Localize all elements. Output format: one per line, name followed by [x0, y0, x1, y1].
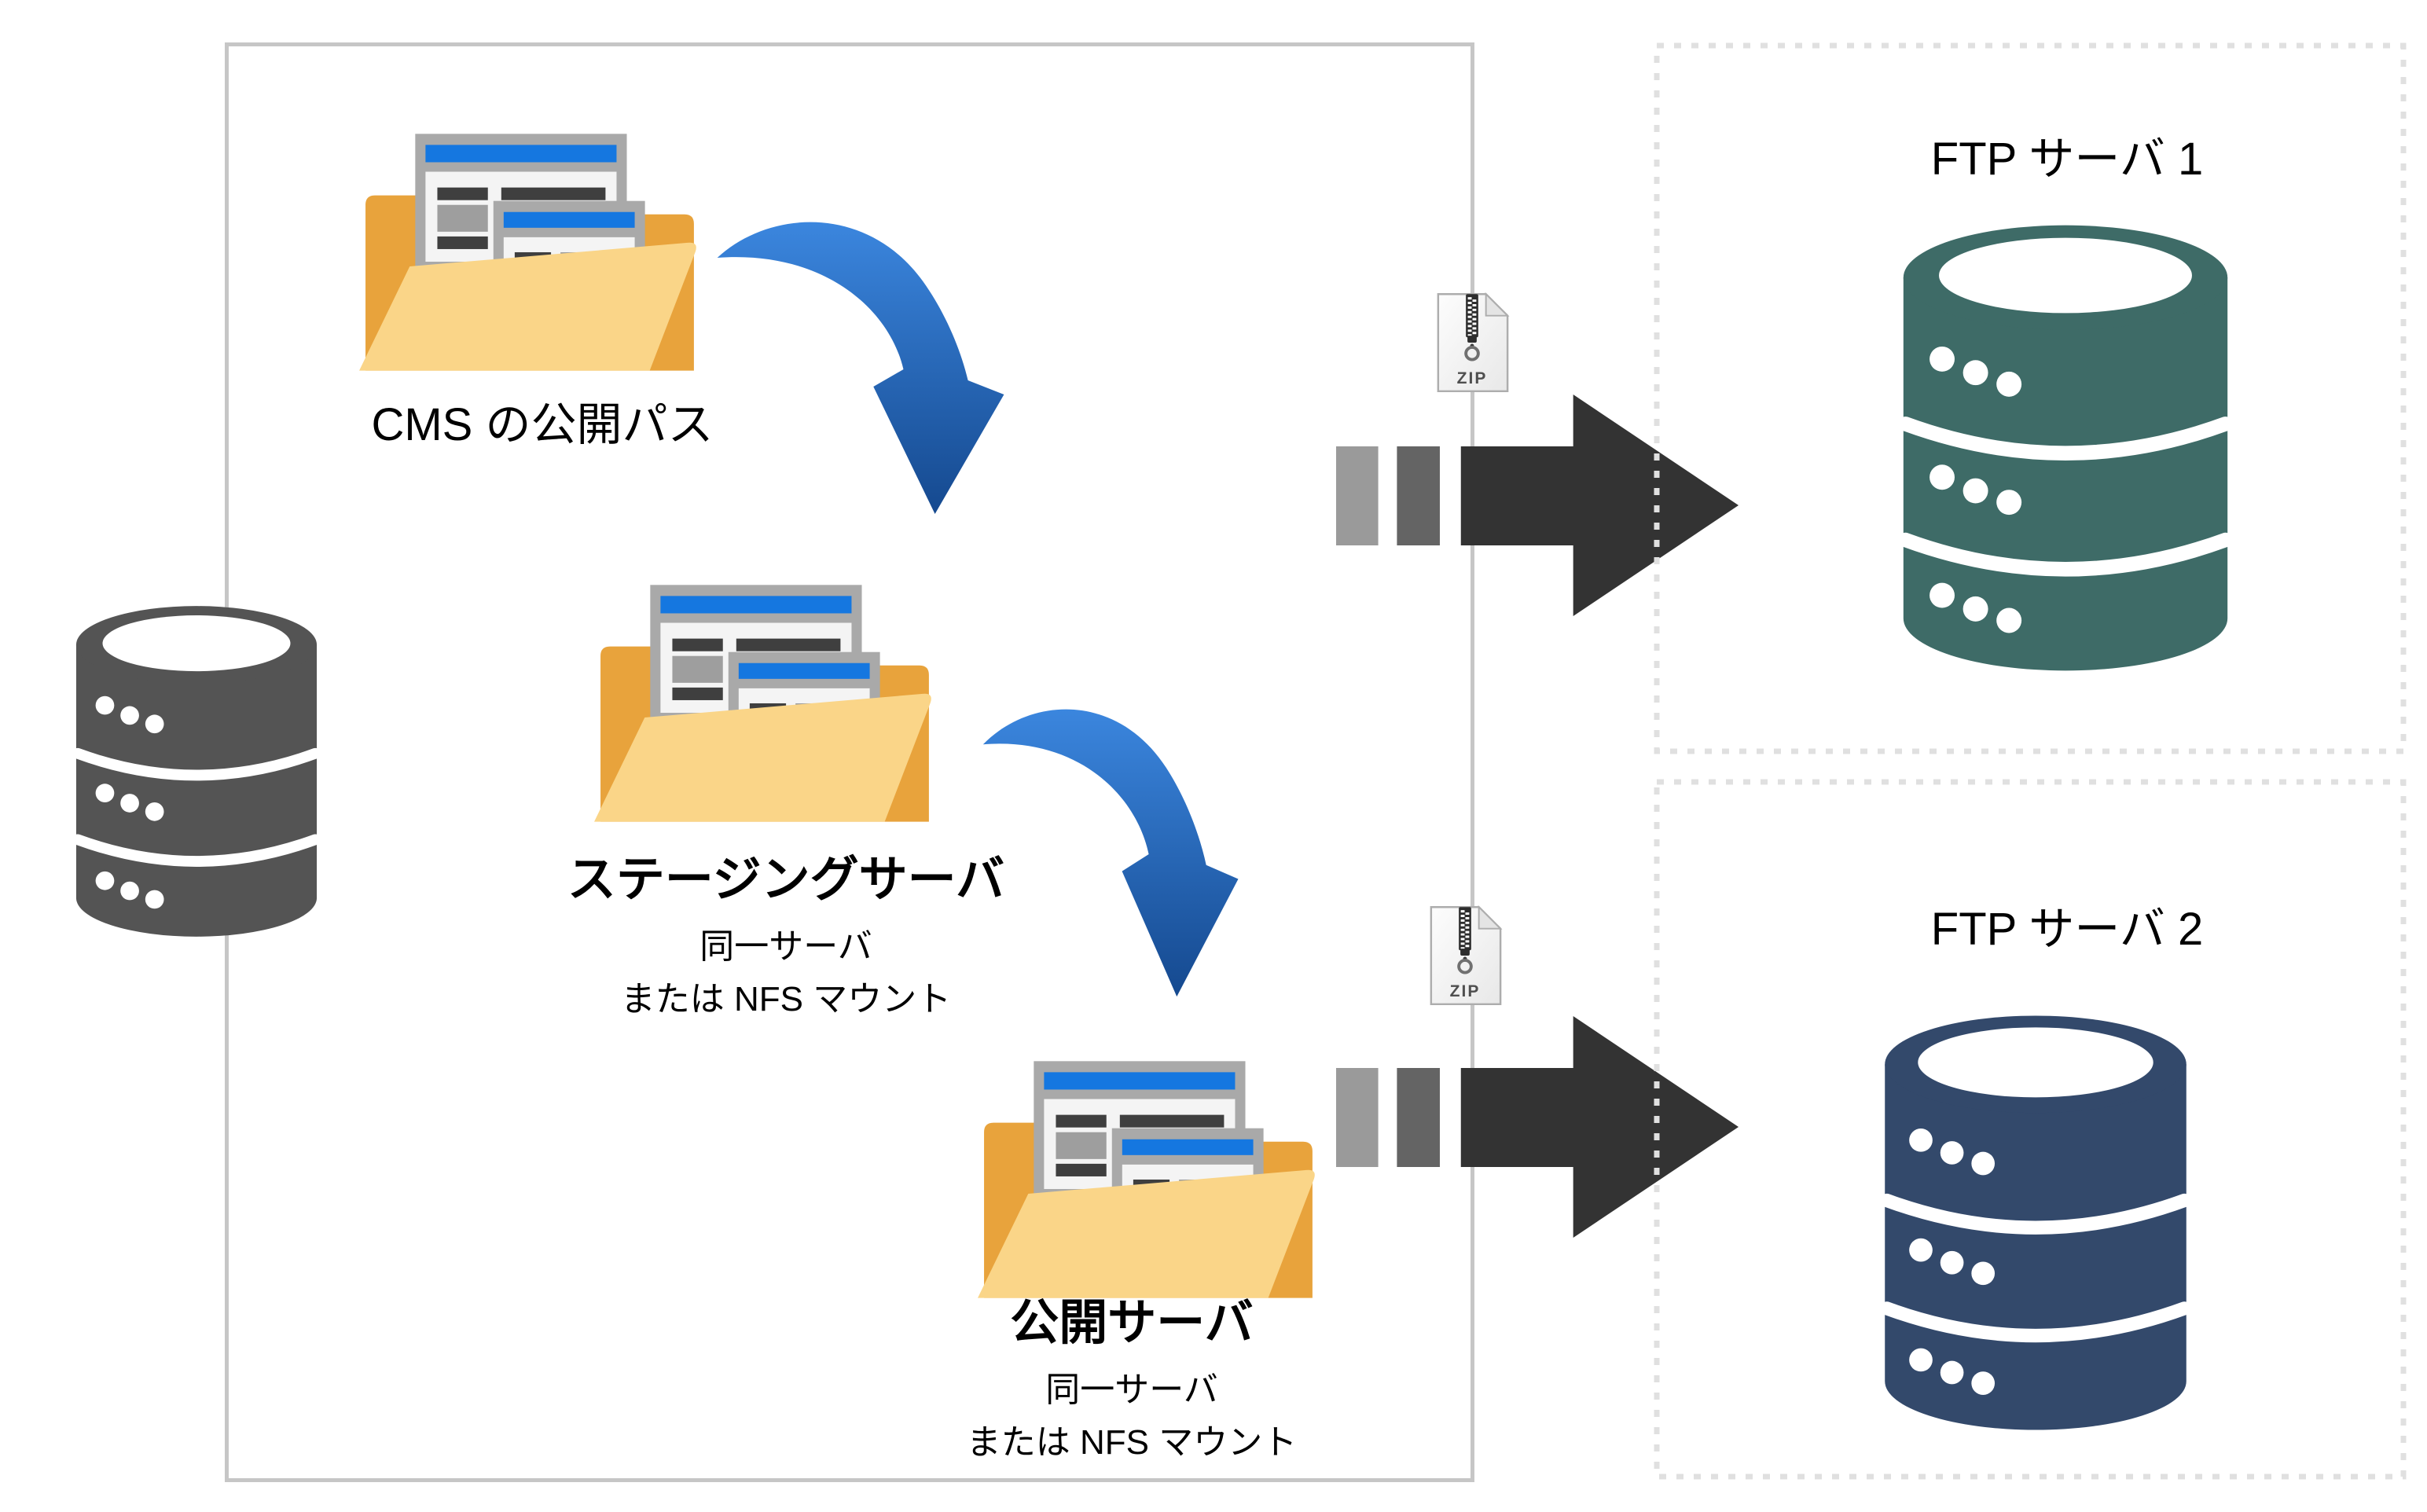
publish-note-line2: または NFS マウント — [966, 1422, 1298, 1462]
cms-folder-icon — [356, 126, 711, 388]
publish-note-line1: 同一サーバ — [1045, 1371, 1218, 1410]
ftp1-database-icon — [1898, 223, 2233, 673]
publish-folder-icon — [975, 1053, 1330, 1316]
ftp2-label: FTP サーバ 2 — [1930, 904, 2204, 955]
staging-note-line1: 同一サーバ — [699, 927, 872, 967]
staging-folder-label: ステージングサーバ — [567, 853, 1005, 907]
zip-file-icon: ZIP — [1425, 904, 1505, 1009]
cms-folder-label: CMS の公開パス — [371, 399, 714, 450]
copy-down-arrow-icon — [711, 222, 1012, 520]
publish-folder-label: 公開サーバ — [1010, 1296, 1254, 1350]
zip-file-icon: ZIP — [1432, 291, 1512, 396]
ftp1-label: FTP サーバ 1 — [1930, 134, 2204, 185]
zip-file-label: ZIP — [1449, 982, 1481, 1000]
publish-label-block: 公開サーバ 同一サーバ または NFS マウント — [896, 1296, 1368, 1462]
staging-folder-icon — [591, 577, 946, 839]
transfer-arrow-icon — [1336, 395, 1742, 616]
transfer-arrow-icon — [1336, 1016, 1742, 1238]
staging-label-block: ステージングサーバ 同一サーバ または NFS マウント — [550, 853, 1022, 1019]
zip-file-label: ZIP — [1456, 369, 1488, 387]
copy-down-arrow-icon — [978, 709, 1245, 1003]
staging-note-line2: または NFS マウント — [620, 979, 952, 1018]
ftp2-database-icon — [1880, 1014, 2191, 1432]
source-database-icon — [72, 604, 321, 938]
